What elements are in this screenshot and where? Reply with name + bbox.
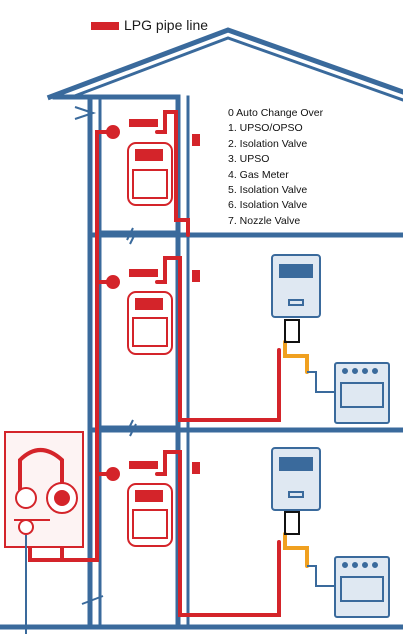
- isolation-valve-icon: [192, 134, 200, 146]
- water-heaters: [271, 254, 321, 535]
- hose-floor-3: [283, 532, 309, 568]
- vent-icons: [74, 106, 137, 605]
- pipe-riser: [60, 130, 112, 562]
- key-list: 0 Auto Change Over 1. UPSO/OPSO 2. Isola…: [228, 106, 323, 229]
- pipe-cabinet: [28, 543, 64, 562]
- roof: [46, 27, 403, 101]
- gas-meter-icon: [106, 269, 173, 355]
- cooker-icon: [307, 556, 390, 618]
- isolation-valve-icon: [192, 462, 200, 474]
- gas-meters: [106, 119, 173, 547]
- key-item: 5. Isolation Valve: [228, 184, 308, 197]
- pipe-floor-3-run: [155, 450, 281, 617]
- roof-inner: [70, 36, 403, 102]
- change-over-cabinet: [4, 431, 84, 634]
- isolation-valve-icon: [192, 270, 200, 282]
- hose-floor-2: [283, 340, 309, 374]
- key-item: 3. UPSO: [228, 153, 270, 166]
- vent-icon-3: [126, 419, 137, 437]
- key-item: 6. Isolation Valve: [228, 199, 308, 212]
- pipe-floor-1: [155, 110, 190, 237]
- vent-icon-2: [126, 227, 137, 245]
- water-heater-icon: [271, 447, 321, 535]
- water-heater-icon: [271, 254, 321, 343]
- valve-markers: [192, 134, 200, 474]
- vent-icon-4: [81, 595, 104, 605]
- cabinet-loop: [18, 448, 64, 490]
- legend-label: LPG pipe line: [124, 17, 209, 33]
- flex-hoses: [283, 340, 309, 568]
- key-item: 2. Isolation Valve: [228, 137, 308, 150]
- cookers: [307, 362, 390, 618]
- key-item: 1. UPSO/OPSO: [228, 122, 303, 135]
- key-item: 4. Gas Meter: [228, 168, 289, 181]
- key-item: 0 Auto Change Over: [228, 107, 324, 119]
- key-item: 7. Nozzle Valve: [228, 214, 301, 227]
- gas-meter-icon: [106, 119, 173, 206]
- vent-icon-1: [74, 106, 97, 120]
- pipe-floor-2-run: [155, 256, 281, 422]
- legend-swatch: [91, 22, 119, 30]
- cooker-icon: [307, 362, 390, 424]
- gas-meter-icon: [106, 461, 173, 547]
- regulator-icon: [15, 487, 37, 509]
